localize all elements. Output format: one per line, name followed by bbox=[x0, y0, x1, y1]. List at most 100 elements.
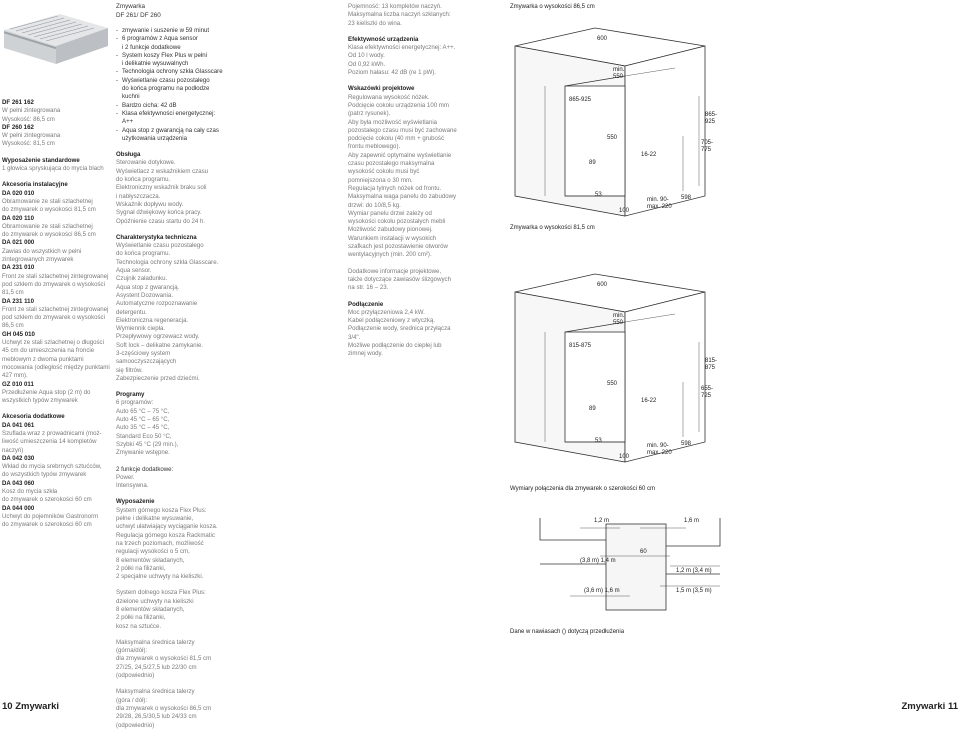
dim-min-550: min.550 bbox=[613, 67, 625, 80]
wyposazenie-title: Wyposażenie bbox=[116, 498, 155, 506]
lower-basket-text: System dolnego kosza Flex Plus: dzielone… bbox=[116, 589, 206, 630]
item-code: DA 021 000 bbox=[2, 239, 35, 247]
extension-note: Dane w nawiasach () dotyczą przedłużenia bbox=[510, 629, 625, 635]
feature-item: 6 programów z Aqua sensor i 2 funkcje do… bbox=[116, 35, 230, 52]
obsluga-title: Obsługa bbox=[116, 151, 141, 159]
feature-item: System koszy Flex Plus w pełni i delikat… bbox=[116, 52, 230, 69]
diagram-title-86: Zmywarka o wysokości 86,5 cm bbox=[510, 4, 595, 10]
connection-diagram: 1,2 m 1,6 m 60 (3,8 m) 1,4 m 1,2 m (3,4 … bbox=[539, 518, 721, 611]
header-models: DF 261/ DF 260 bbox=[116, 11, 161, 19]
feature-item: Klasa efektywności energetycznej: A++ bbox=[116, 110, 230, 127]
tech-title: Charakterystyka techniczna bbox=[116, 233, 197, 241]
dim-min-550: min.550 bbox=[613, 313, 625, 326]
dishwasher-photo bbox=[0, 0, 112, 66]
dim-height: 865-925 bbox=[569, 97, 592, 103]
dim-705: 655-725 bbox=[701, 386, 713, 399]
connection-text: Moc przyłączeniowa 2,4 kW. Kabel podłącz… bbox=[348, 308, 451, 358]
diagram-title-conn: Wymiary połączenia dla zmywarek o szerok… bbox=[510, 486, 655, 492]
feature-item: zmywanie i suszenie w 59 minut bbox=[116, 27, 230, 36]
dim-600: 600 bbox=[597, 36, 608, 42]
dim-705: 705-775 bbox=[701, 140, 713, 153]
tech-text: Wyświetlanie czasu pozostałego do końca … bbox=[116, 242, 219, 382]
features-column: zmywanie i suszenie w 59 minut 6 program… bbox=[116, 27, 230, 730]
item-code: DA 041 061 bbox=[2, 421, 35, 429]
standard-text: 1 głowica spryskująca do mycia blach bbox=[2, 165, 104, 173]
dim-height-right: 815-875 bbox=[705, 358, 717, 371]
item-desc: Przedłużenie Aqua stop (2 m) do wszystki… bbox=[2, 388, 91, 405]
item-code: GZ 010 011 bbox=[2, 380, 34, 388]
item-code: DA 020 010 bbox=[2, 189, 35, 197]
dim-550: 550 bbox=[607, 381, 618, 387]
obsluga-text: Sterowanie dotykowe. Wyświetlacz z wskaź… bbox=[116, 159, 209, 225]
conn-1-5m: 1,5 m (3,5 m) bbox=[676, 588, 712, 594]
item-desc: Obramowanie ze stali szlachetnej do zmyw… bbox=[2, 222, 96, 239]
dim-16-22: 16-22 bbox=[641, 152, 657, 158]
plate-size-81: Maksymalna średnica talerzy (górna/dół):… bbox=[116, 638, 212, 680]
specs-column: Pojemność: 13 kompletów naczyń. Maksymal… bbox=[348, 3, 480, 359]
installation-diagram-86: 600 min.550 865-925 550 865-925 705-775 … bbox=[514, 27, 717, 217]
wyposazenie-text: System górnego kosza Flex Plus: pełne i … bbox=[116, 506, 218, 581]
item-desc: Front ze stali szlachetnej zintegrowanej… bbox=[2, 305, 109, 330]
model-desc: Wysokość: 86,5 cm bbox=[2, 115, 55, 123]
feature-item: Bardzo cicha: 42 dB bbox=[116, 102, 230, 111]
model-desc: Wysokość: 81,5 cm bbox=[2, 140, 55, 148]
efficiency-text: Klasa efektywności energetycznej: A++. O… bbox=[348, 44, 456, 77]
diagram-title-81: Zmywarka o wysokości 81,5 cm bbox=[510, 225, 595, 231]
item-code: DA 020 110 bbox=[2, 214, 34, 222]
conn-60: 60 bbox=[640, 549, 647, 555]
model-name: DF 261 162 bbox=[2, 99, 34, 106]
conn-1-6m: 1,6 m bbox=[684, 518, 699, 524]
accessories-column: DF 261 162 W pełni zintegrowana Wysokość… bbox=[2, 99, 112, 530]
dim-height-right: 865-925 bbox=[705, 112, 717, 125]
footer-right: Zmywarki 11 bbox=[901, 701, 958, 712]
item-code: DA 231 110 bbox=[2, 297, 34, 305]
dim-min90: min. 90-max. 220 bbox=[647, 197, 672, 210]
dim-100: 100 bbox=[619, 208, 630, 214]
header-title: Zmywarka bbox=[116, 3, 146, 10]
design-text: Regulowana wysokość nóżek. Podcięcie cok… bbox=[348, 93, 457, 259]
dim-height: 815-875 bbox=[569, 343, 592, 349]
conn-3-6m: (3,6 m) 1,6 m bbox=[584, 588, 620, 594]
page-header: Zmywarka DF 261/ DF 260 bbox=[116, 3, 161, 20]
item-code: DA 042 030 bbox=[2, 454, 35, 462]
item-desc: Uchwyt ze stali szlachetnej o długości 4… bbox=[2, 339, 110, 380]
standard-title: Wyposażenie standardowe bbox=[2, 156, 80, 164]
funkcje-title: 2 funkcje dodatkowe: bbox=[116, 465, 174, 473]
extra-list: DA 041 061 Szuflada wraz z prowadnicami … bbox=[2, 422, 112, 530]
dim-min90: min. 90-max. 220 bbox=[647, 443, 672, 456]
design-info: Dodatkowe informacje projektowe, także d… bbox=[348, 267, 451, 292]
model-name: DF 260 162 bbox=[2, 123, 34, 131]
item-code: DA 043 060 bbox=[2, 479, 35, 487]
item-desc: Szuflada wraz z prowadnicami (moż- liwoś… bbox=[2, 429, 102, 454]
item-code: GH 045 010 bbox=[2, 330, 35, 338]
install-title: Akcesoria instalacyjne bbox=[2, 181, 68, 189]
programy-text: 6 programów: Auto 65 °C – 75 °C, Auto 45… bbox=[116, 399, 179, 457]
dim-53: 53 bbox=[595, 192, 602, 198]
install-list: DA 020 010 Obramowanie ze stali szlachet… bbox=[2, 190, 112, 406]
model-desc: W pełni zintegrowana bbox=[2, 132, 61, 140]
extra-title: Akcesoria dodatkowe bbox=[2, 413, 65, 421]
dim-53: 53 bbox=[595, 438, 602, 444]
dim-89: 89 bbox=[589, 160, 596, 166]
plate-size-86: Maksymalna średnica talerzy (góra / dół)… bbox=[116, 688, 212, 729]
dim-598: 598 bbox=[681, 195, 692, 201]
item-desc: Zawias do wszystkich w pełni zintegrowan… bbox=[2, 247, 82, 264]
feature-item: Aqua stop z gwarancją na cały czas użytk… bbox=[116, 127, 230, 144]
efficiency-title: Efektywność urządzenia bbox=[348, 35, 419, 43]
dim-16-22: 16-22 bbox=[641, 398, 657, 404]
design-title: Wskazówki projektowe bbox=[348, 85, 415, 93]
capacity-text: Pojemność: 13 kompletów naczyń. Maksymal… bbox=[348, 3, 451, 27]
item-code: DA 044 000 bbox=[2, 504, 35, 512]
feature-item: Technologia ochrony szkła Glasscare bbox=[116, 68, 230, 77]
funkcje-text: Power. Intensywna. bbox=[116, 473, 149, 490]
footer-left: 10 Zmywarki bbox=[2, 701, 60, 712]
dim-550: 550 bbox=[607, 135, 618, 141]
dim-600: 600 bbox=[597, 282, 608, 288]
item-desc: Kosz do mycia szkła do zmywarek o szerok… bbox=[2, 488, 92, 504]
conn-3-8m: (3,8 m) 1,4 m bbox=[580, 558, 616, 564]
item-desc: Uchwyt do pojemników Gastronorm do zmywa… bbox=[2, 512, 99, 529]
item-desc: Wkład do mycia srebrnych sztućców, do ws… bbox=[2, 463, 102, 479]
feature-list: zmywanie i suszenie w 59 minut 6 program… bbox=[116, 27, 230, 143]
conn-1-2m: 1,2 m bbox=[594, 518, 609, 524]
connection-title: Podłączenie bbox=[348, 300, 384, 308]
